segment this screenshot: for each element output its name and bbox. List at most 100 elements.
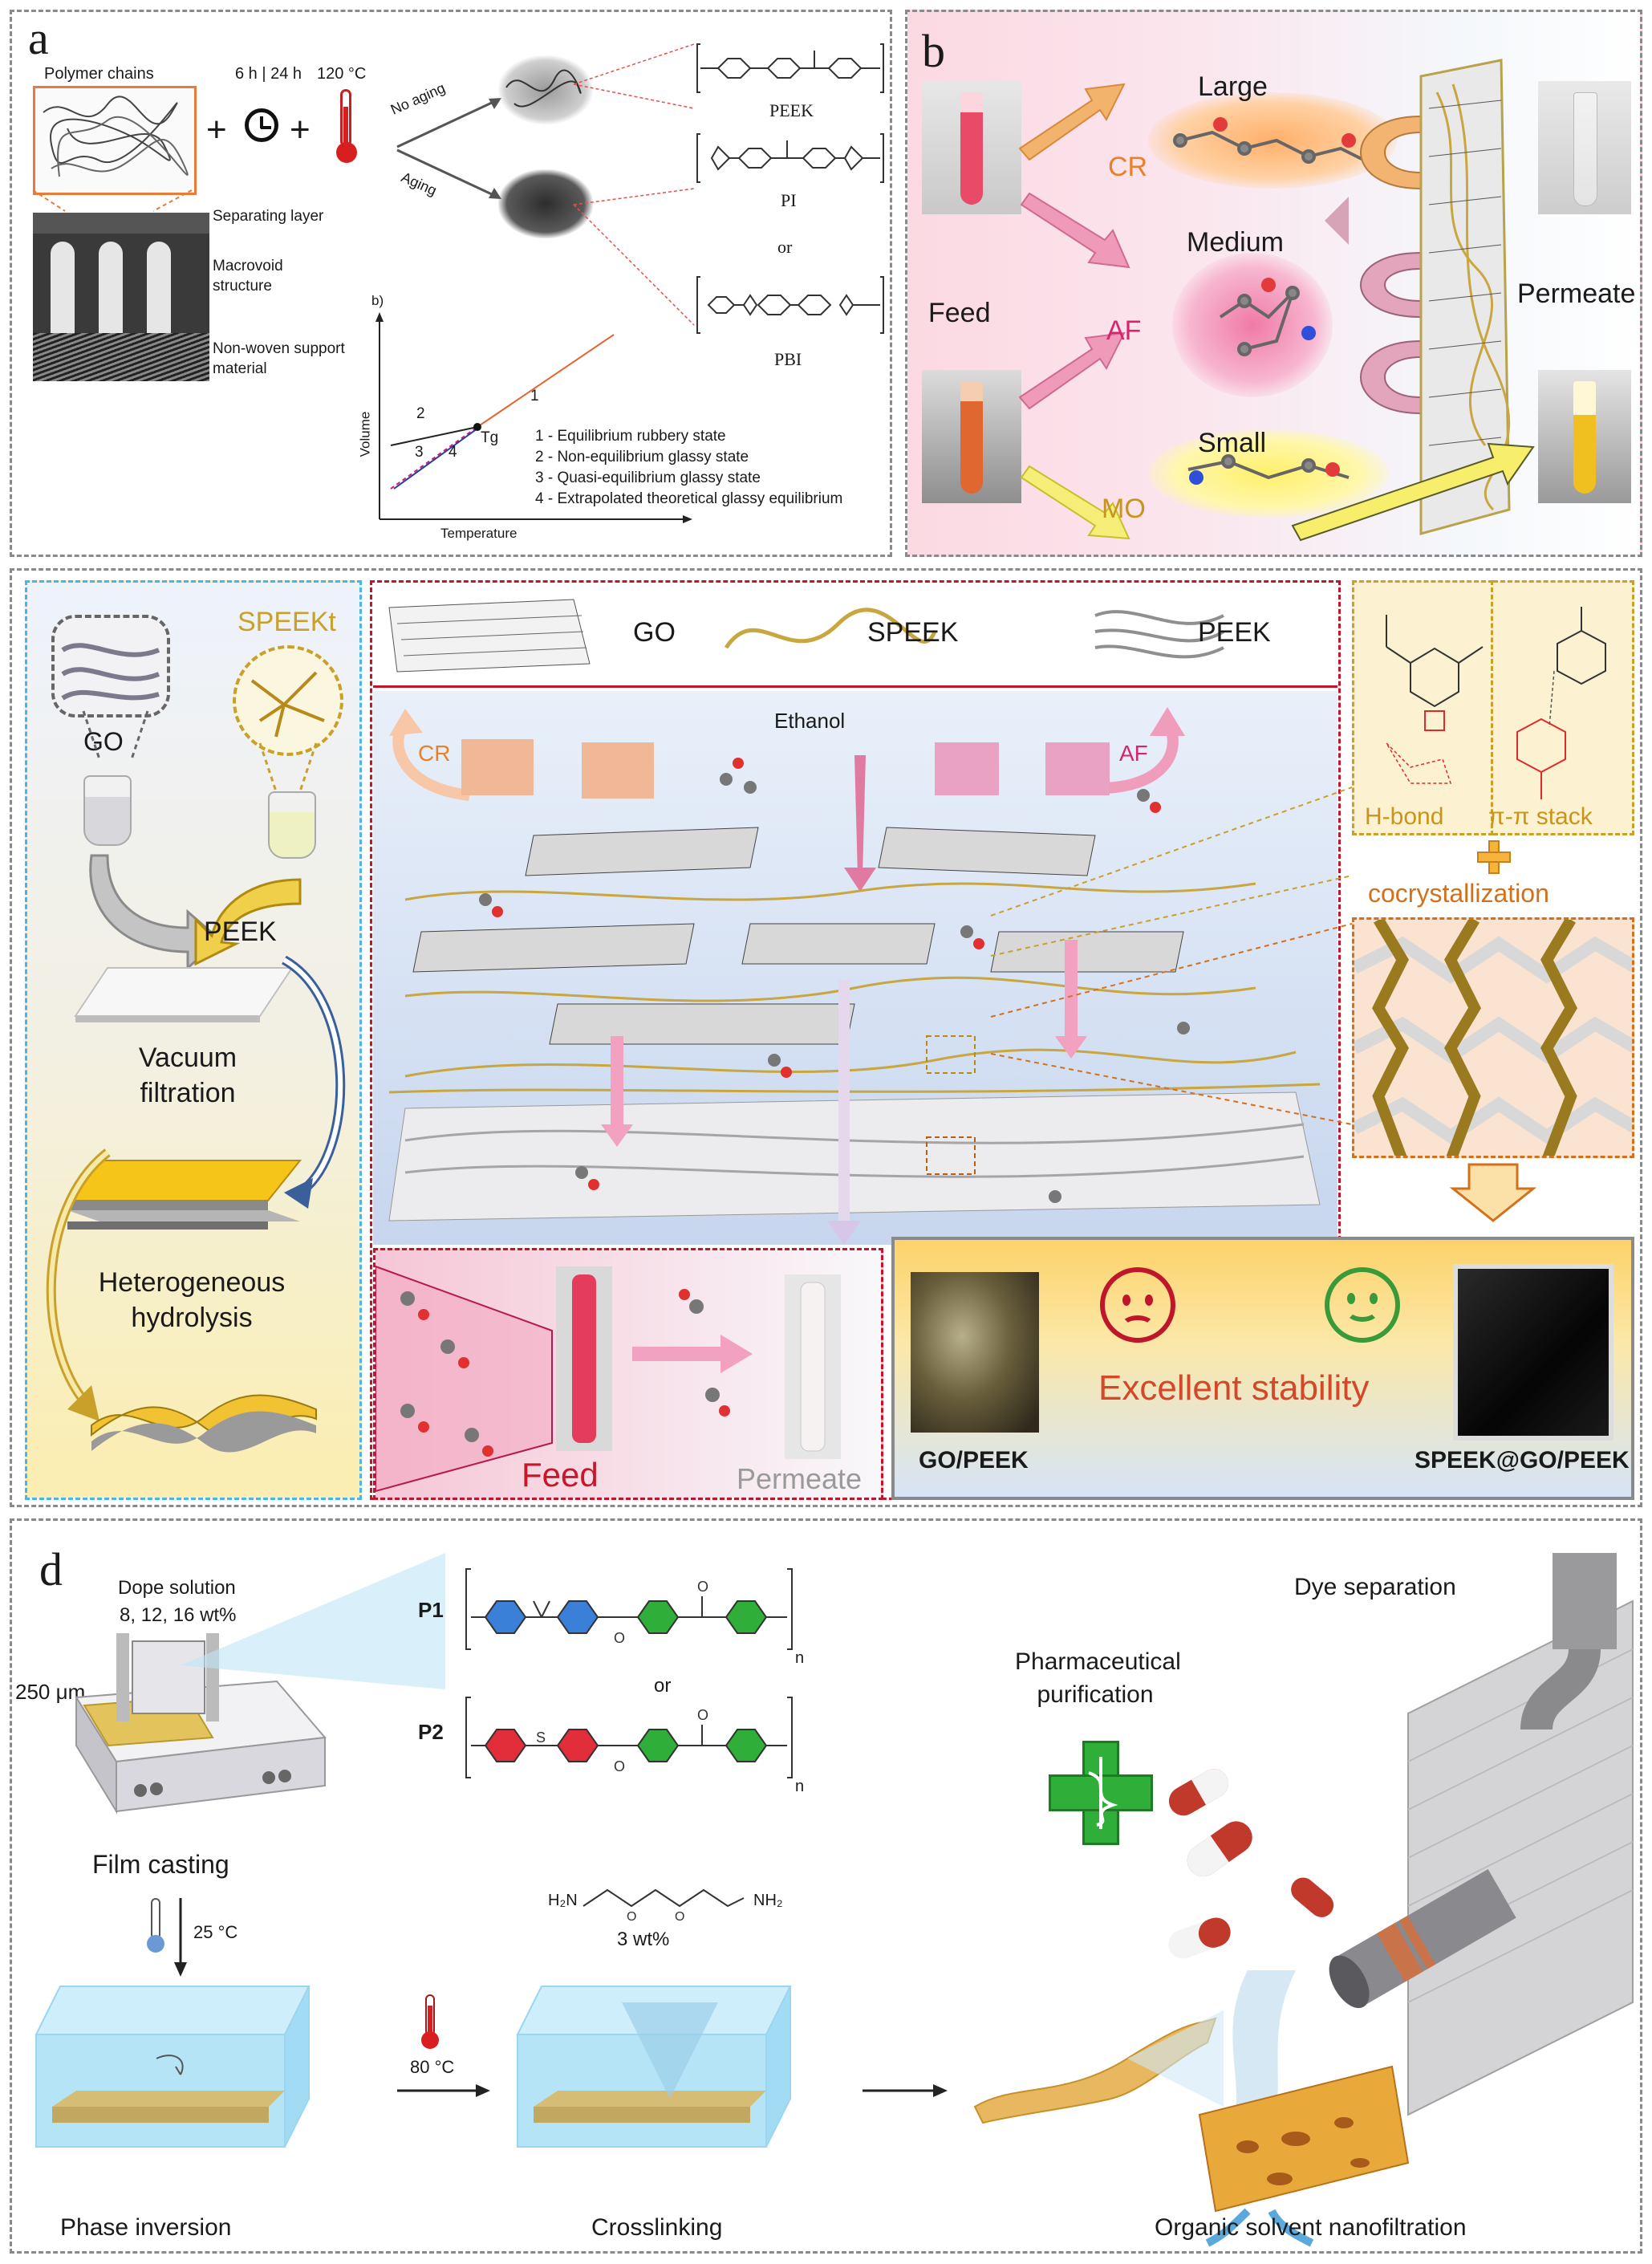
nonwoven-label: Non-woven support material [213,340,345,377]
large-label: Large [1198,71,1268,102]
or-label-d: or [654,1675,672,1697]
phase-inversion-bath [35,1986,311,2148]
hydrolysis-label: Heterogeneous hydrolysis [98,1267,286,1334]
membrane-sheet [1419,59,1511,535]
pi-structure [696,133,884,183]
line-2 [390,426,478,446]
phase-inv-label: Phase inversion [60,2214,232,2241]
af-label-b: AF [1106,315,1142,346]
chain-scribble [43,96,189,177]
gopeek-photo [911,1272,1039,1433]
legend-peek: PEEK [1198,617,1271,648]
vacuum-label: Vacuum filtration [138,1043,237,1109]
thermometer-icon [336,89,357,166]
membrane-ribbon [973,2010,1224,2124]
permeate-label-c: Permeate [737,1462,863,1495]
speekt-bubble [233,645,343,756]
line-num-3: 3 [415,444,424,461]
p2-label: P2 [418,1720,444,1744]
peek-name: PEEK [769,100,814,120]
scene-graphics [388,707,1321,1245]
permeate-vial-bottom [1538,370,1631,503]
svg-text:O: O [697,1579,708,1595]
inset-label: b) [371,293,384,308]
dye-sep-label: Dye separation [1294,1574,1456,1600]
cocryst-label: cocrystallization [1368,879,1549,908]
process-column: GO SPEEKt PEEK Vacuum filtration [25,580,362,1500]
plus-icon [1477,840,1511,874]
legend-4: 4 - Extrapolated theoretical glassy equi… [535,490,843,507]
separating-layer-label: Separating layer [213,208,324,225]
hbond-inset [1352,580,1493,835]
pipi-inset [1493,580,1634,835]
svg-text:O: O [614,1630,625,1646]
white-sheet [74,967,294,1022]
tg-label: Tg [481,429,499,446]
temp-label: 120 °C [317,65,367,83]
permeate-label-b: Permeate [1517,278,1636,309]
go-bubble [51,615,170,717]
svg-text:O: O [614,1758,625,1774]
excellent-stability-label: Excellent stability [1098,1368,1370,1408]
panel-c: c GO SPEEKt PEEK Vacuum filtration [10,568,1642,1507]
polymer-chains-box [33,86,197,195]
plus-sign-1: + [206,110,227,149]
legend-3: 3 - Quasi-equilibrium glassy state [535,469,761,486]
zoom-lines [32,189,193,212]
legend-speek: SPEEK [867,617,959,648]
ylabel: Volume [357,411,373,457]
pipi-structure [1516,607,1606,799]
down-arrow-25 [174,1898,187,1977]
legend-go: GO [633,617,676,648]
crosslinking-bath [516,1986,792,2148]
aged-chains [498,169,593,238]
wavy-membrane [91,1394,317,1453]
lattice-graphic [1354,920,1632,1156]
polymer-chains-label: Polymer chains [44,65,154,83]
small-label: Small [1198,428,1267,458]
cocryst-inset [1352,917,1634,1158]
feed-graphics [375,1265,841,1493]
p1-label: P1 [418,1598,444,1622]
diamine-chain: O O [582,1888,745,1924]
af-molecule [1172,253,1333,397]
speekgopeek-label: SPEEK@GO/PEEK [1415,1447,1630,1473]
line-1 [477,334,615,428]
line-num-4: 4 [449,444,457,461]
speekgopeek-photo [1453,1264,1613,1441]
legend-1: 1 - Equilibrium rubbery state [535,428,726,445]
capsules [1168,1769,1334,1959]
mo-label-b: MO [1102,494,1146,524]
happy-face-icon [1325,1267,1400,1343]
pipi-label: π-π stack [1488,803,1593,830]
pi-name: PI [781,190,797,210]
p1-structure: O O [465,1568,793,1650]
panel-d-label: d [39,1543,63,1595]
speekt-flask [268,791,316,859]
legend-strip [373,583,1337,688]
feed-label-c: Feed [522,1456,599,1494]
n-label-1: n [795,1649,805,1667]
feed-permeate-box: Feed Permeate [373,1248,883,1500]
molecule-sticks [1173,117,1380,485]
legend-2: 2 - Non-equilibrium glassy state [535,449,749,465]
peek-structure [696,43,884,93]
peek-label-left: PEEK [204,917,277,947]
pbi-structure [696,276,884,334]
hbond-structure [1386,615,1484,784]
amine-left: H₂N [548,1892,578,1909]
crosslinking-label: Crosslinking [591,2214,723,2241]
n-label-2: n [795,1778,805,1795]
sad-face-icon [1100,1267,1175,1343]
svg-text:O: O [697,1707,708,1723]
svg-text:O: O [627,1910,636,1924]
membrane-cross-section [33,213,209,381]
dye-separation-scene [1198,1553,1634,2247]
or-label-a: or [777,237,793,257]
mo-molecule [1148,429,1389,518]
stability-box: Excellent stability GO/PEEK SPEEK@GO/PEE… [891,1237,1634,1500]
go-flask [83,775,132,846]
panel-b-label: b [922,25,945,77]
xlabel: Temperature [440,526,518,541]
blue-curve-arrow [281,955,346,1209]
